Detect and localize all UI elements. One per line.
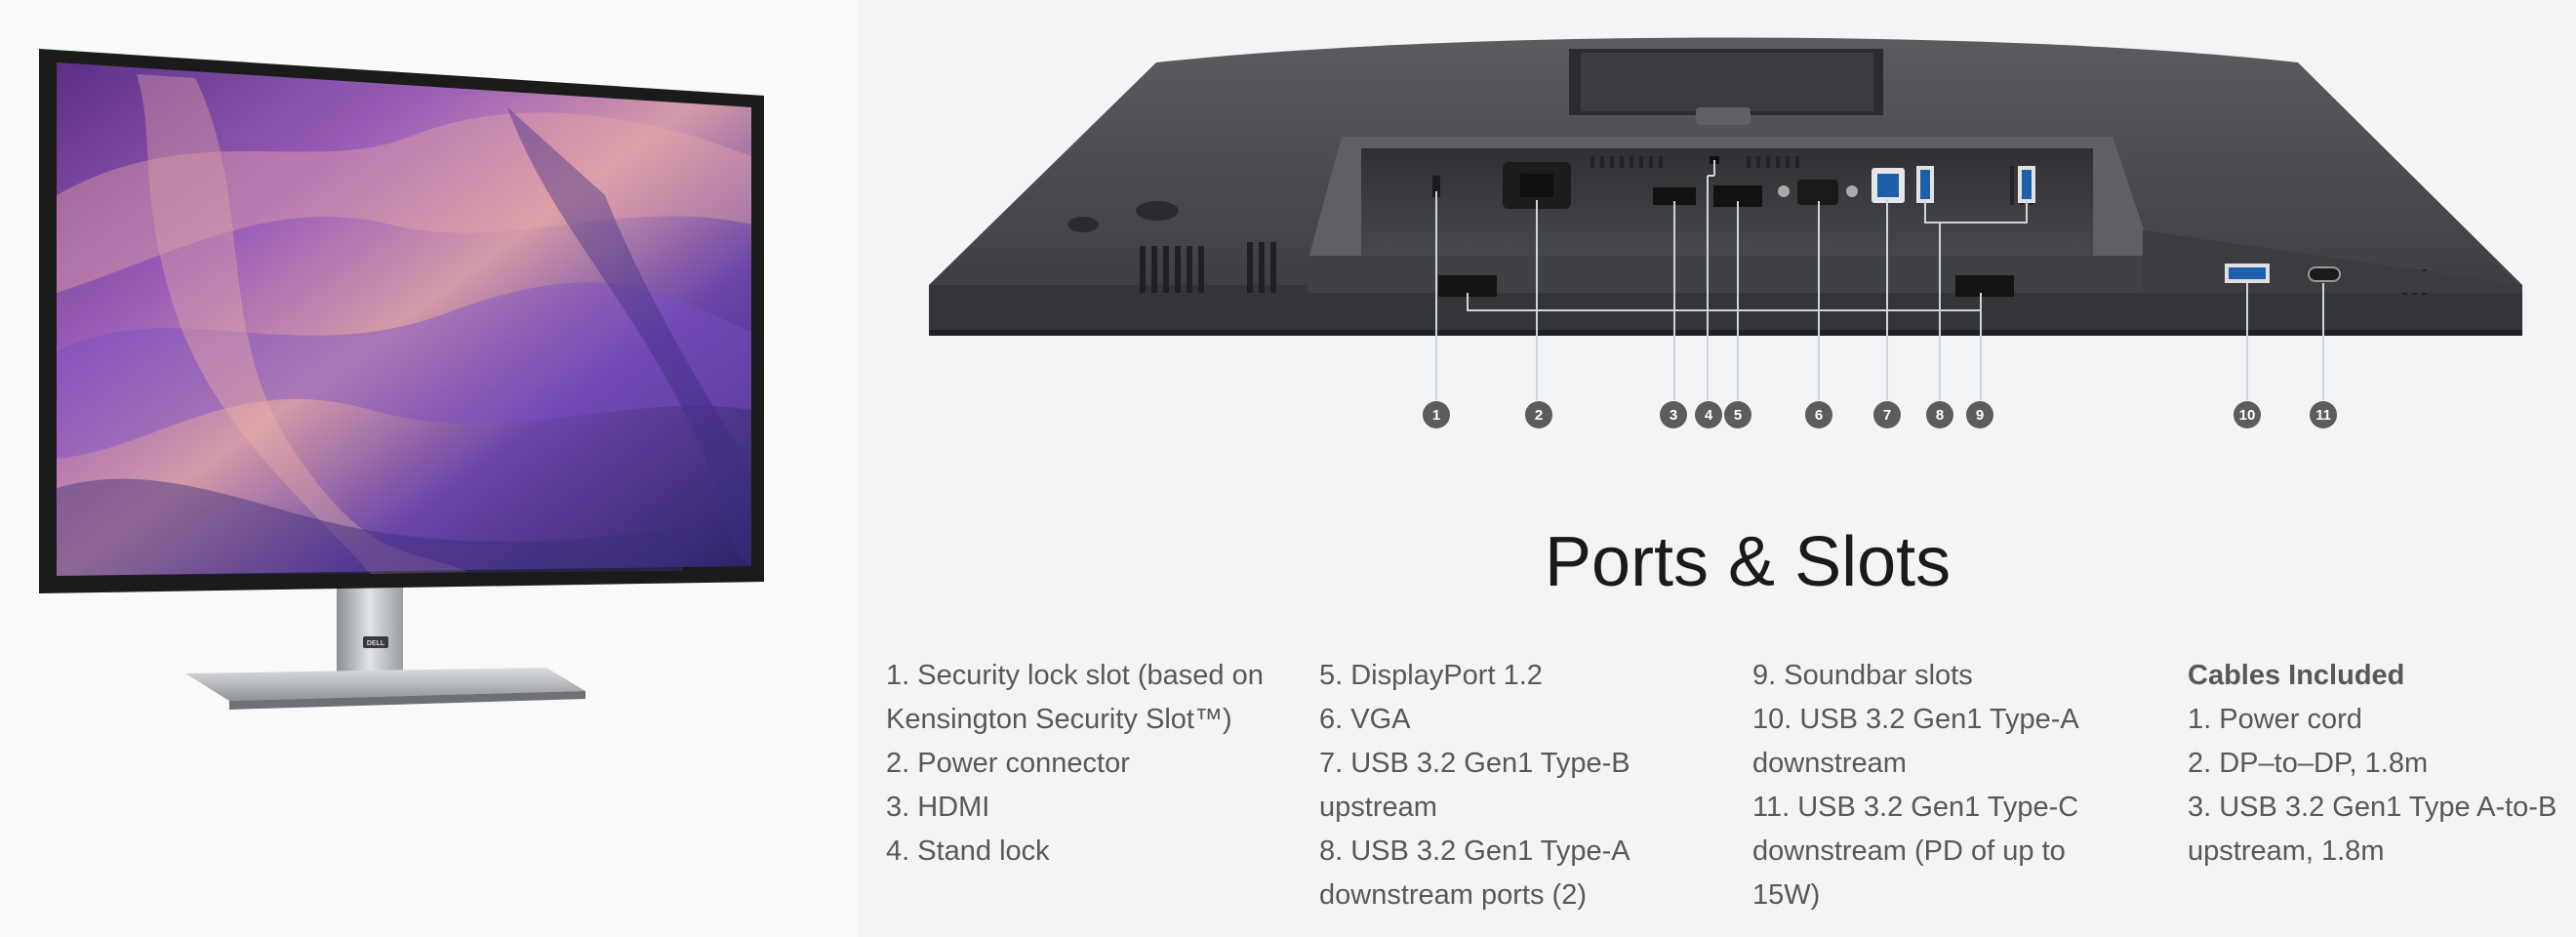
callout-1: 1 <box>1423 401 1450 428</box>
spec-column-3: 9. Soundbar slots 10. USB 3.2 Gen1 Type-… <box>1752 654 2162 917</box>
spec-line: 6. VGA <box>1319 704 1411 735</box>
callout-6: 6 <box>1805 401 1832 428</box>
spec-line: upstream <box>1319 792 1437 823</box>
spec-column-cables: Cables Included 1. Power cord 2. DP–to–D… <box>2188 654 2576 874</box>
spec-line: 1. Power cord <box>2188 704 2362 735</box>
callout-3: 3 <box>1660 401 1687 428</box>
spec-line: 8. USB 3.2 Gen1 Type-A <box>1319 835 1630 867</box>
spec-line: 5. DisplayPort 1.2 <box>1319 660 1543 691</box>
callout-9: 9 <box>1966 401 1993 428</box>
spec-line: 3. HDMI <box>886 792 990 823</box>
spec-column-2: 5. DisplayPort 1.2 6. VGA 7. USB 3.2 Gen… <box>1319 654 1729 917</box>
stand-base <box>185 668 585 701</box>
spec-line: 1. Security lock slot (based on <box>886 660 1264 691</box>
spec-line: 9. Soundbar slots <box>1752 660 1973 691</box>
spec-line: 2. DP–to–DP, 1.8m <box>2188 748 2429 779</box>
spec-line: 3. USB 3.2 Gen1 Type A-to-B <box>2188 792 2557 823</box>
spec-line: 15W) <box>1752 879 1821 911</box>
spec-line: 2. Power connector <box>886 748 1130 779</box>
spec-line: 11. USB 3.2 Gen1 Type-C <box>1752 792 2079 823</box>
section-title: Ports & Slots <box>1545 523 1952 601</box>
callout-7: 7 <box>1873 401 1901 428</box>
callout-8: 8 <box>1926 401 1953 428</box>
callout-5: 5 <box>1724 401 1751 428</box>
callout-4: 4 <box>1695 401 1722 428</box>
cables-heading: Cables Included <box>2188 660 2405 691</box>
callout-11: 11 <box>2310 401 2337 428</box>
spec-line: upstream, 1.8m <box>2188 835 2385 867</box>
dell-logo: DELL <box>367 640 385 647</box>
spec-line: downstream (PD of up to <box>1752 835 2066 867</box>
spec-column-1: 1. Security lock slot (based on Kensingt… <box>886 654 1296 874</box>
spec-line: 10. USB 3.2 Gen1 Type-A <box>1752 704 2079 735</box>
monitor-front-image: DELL <box>39 49 764 710</box>
callout-lines <box>1435 160 2324 400</box>
callout-10: 10 <box>2234 401 2261 428</box>
spec-line: 7. USB 3.2 Gen1 Type-B <box>1319 748 1630 779</box>
spec-line: Kensington Security Slot™) <box>886 704 1232 735</box>
callout-2: 2 <box>1525 401 1552 428</box>
stand-neck <box>337 581 403 678</box>
spec-line: 4. Stand lock <box>886 835 1050 867</box>
spec-line: downstream ports (2) <box>1319 879 1587 911</box>
monitor-screen <box>57 62 751 576</box>
spec-line: downstream <box>1752 748 1907 779</box>
